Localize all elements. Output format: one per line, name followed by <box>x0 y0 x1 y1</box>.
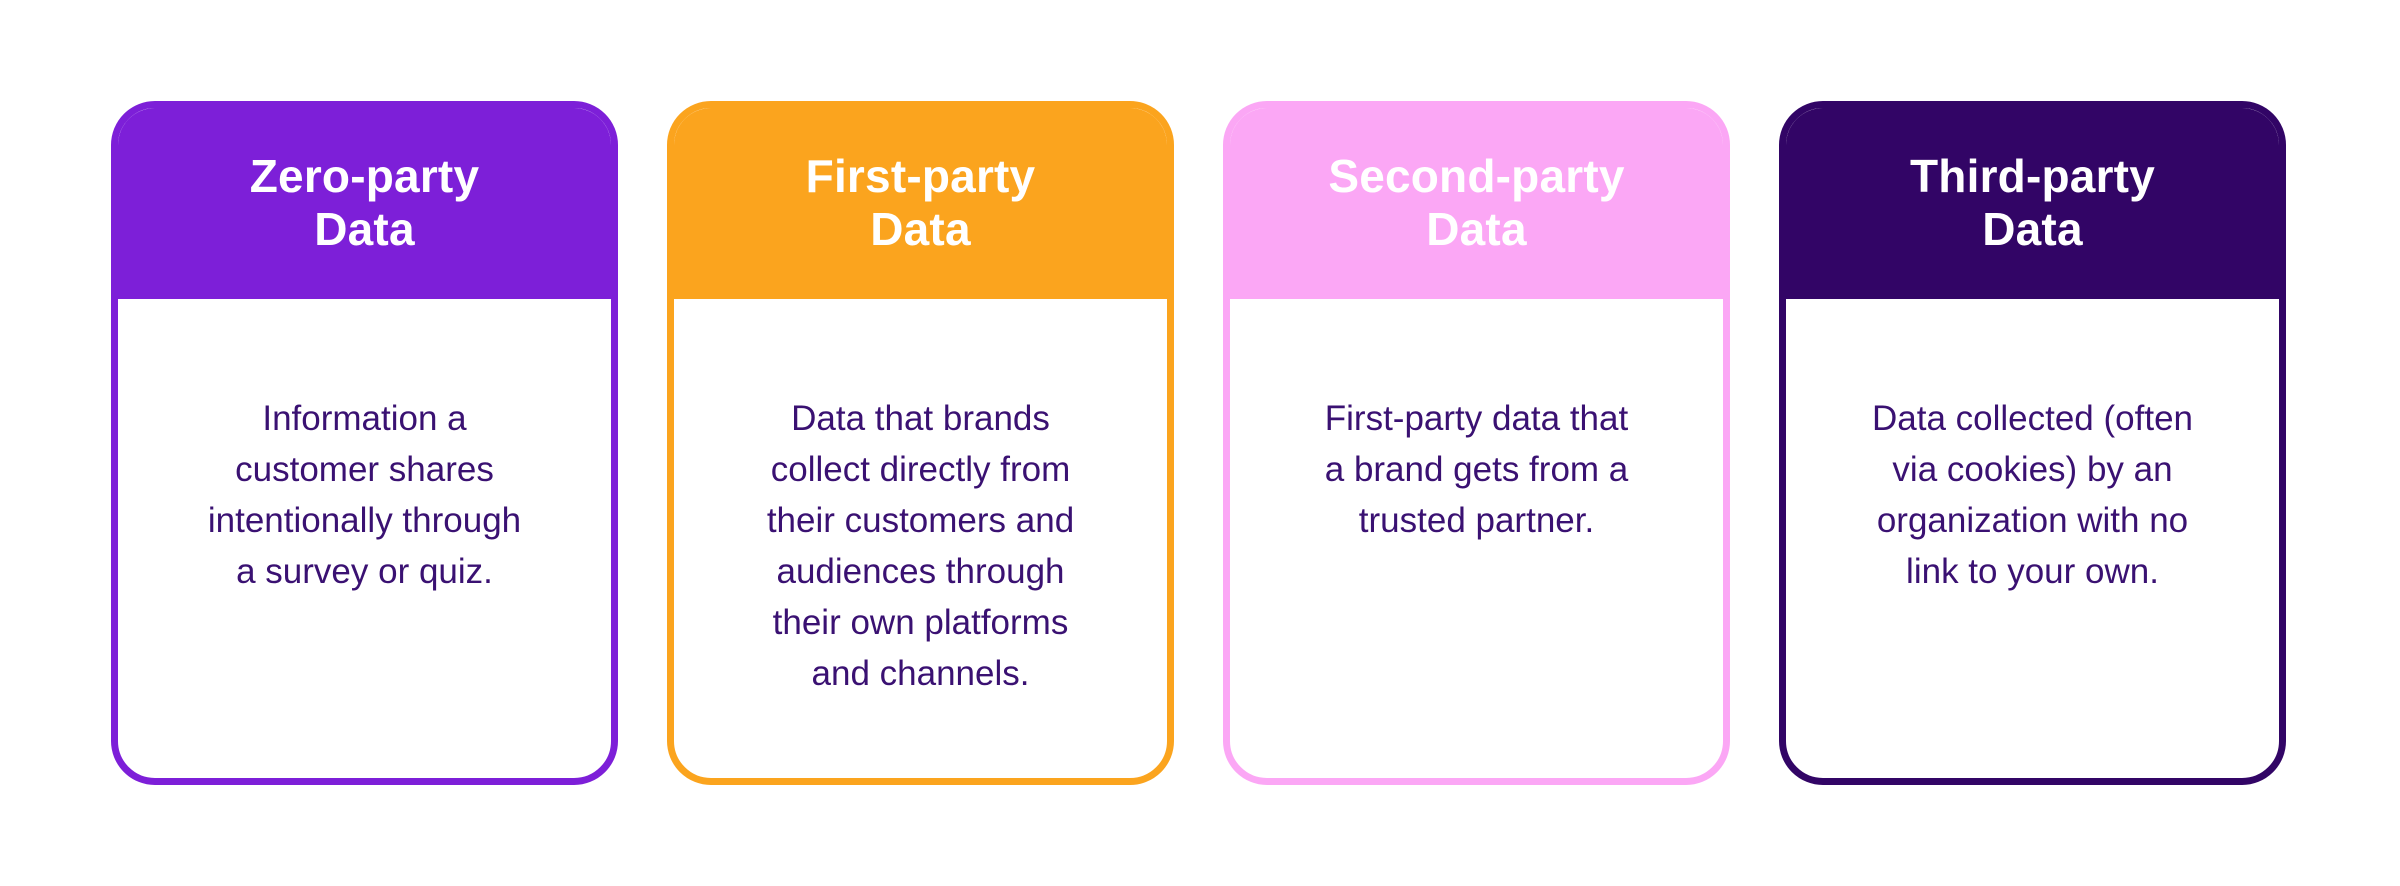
card-first-party-data: First-party Data Data that brands collec… <box>667 101 1174 785</box>
card-third-party-data: Third-party Data Data collected (often v… <box>1779 101 2286 785</box>
card-body: First-party data that a brand gets from … <box>1230 299 1723 546</box>
card-body: Data that brands collect directly from t… <box>674 299 1167 699</box>
card-second-party-data: Second-party Data First-party data that … <box>1223 101 1730 785</box>
card-header: Second-party Data <box>1230 108 1723 299</box>
card-description: First-party data that a brand gets from … <box>1324 399 1629 540</box>
card-body: Data collected (often via cookies) by an… <box>1786 299 2279 597</box>
card-title: Zero-party Data <box>249 150 480 255</box>
card-header: Zero-party Data <box>118 108 611 299</box>
card-header: First-party Data <box>674 108 1167 299</box>
card-description: Data collected (often via cookies) by an… <box>1871 399 2193 591</box>
card-header: Third-party Data <box>1786 108 2279 299</box>
card-description: Data that brands collect directly from t… <box>766 399 1075 693</box>
card-body: Information a customer shares intentiona… <box>118 299 611 597</box>
card-description: Information a customer shares intentiona… <box>207 399 522 591</box>
card-zero-party-data: Zero-party Data Information a customer s… <box>111 101 618 785</box>
data-types-cards-row: Zero-party Data Information a customer s… <box>111 101 2286 785</box>
card-title: First-party Data <box>805 150 1036 255</box>
card-title: Third-party Data <box>1910 150 2155 255</box>
card-title: Second-party Data <box>1328 150 1625 255</box>
